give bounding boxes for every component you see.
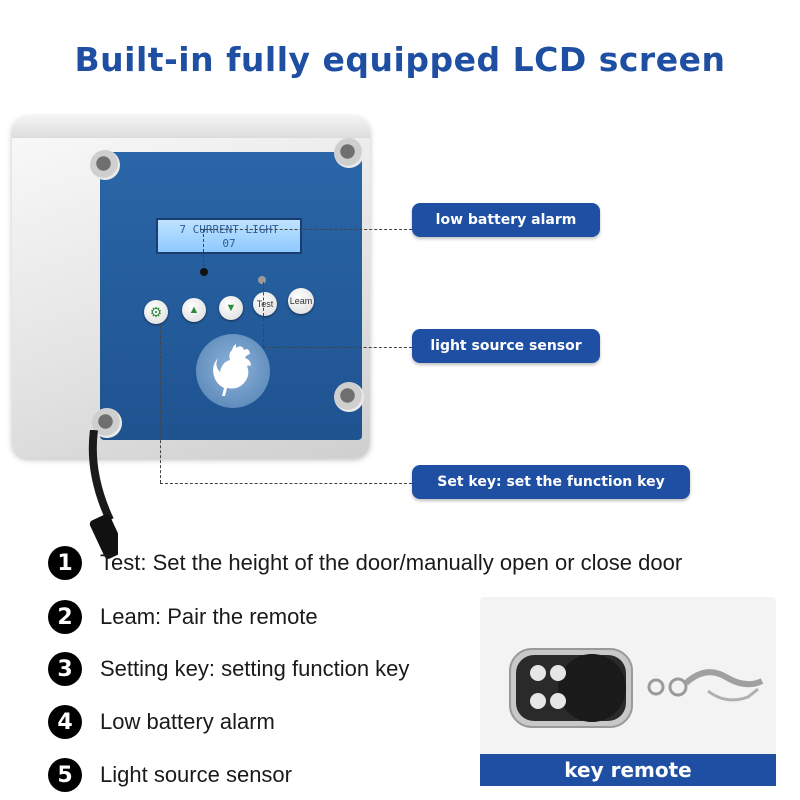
test-button-label: Test xyxy=(256,299,274,309)
rooster-icon xyxy=(213,344,251,396)
callout-line-sensor-drop xyxy=(263,282,264,347)
callout-line-battery-drop xyxy=(203,229,204,267)
lcd-line-1: 7 CURRENT LIGHT xyxy=(179,223,279,236)
list-item-text: Low battery alarm xyxy=(100,709,275,734)
page-title: Built-in fully equipped LCD screen xyxy=(74,40,726,79)
down-button[interactable]: ▼ xyxy=(219,296,243,320)
screw-bottom-right xyxy=(334,382,364,412)
key-fob-icon xyxy=(509,648,764,728)
list-item-text: Test: Set the height of the door/manuall… xyxy=(100,550,683,575)
list-item-text: Setting key: setting function key xyxy=(100,656,410,681)
list-item: 5 Light source sensor xyxy=(48,758,292,792)
set-key-button[interactable]: ⚙ xyxy=(144,300,168,324)
number-badge: 3 xyxy=(48,652,82,686)
callout-low-battery-alarm: low battery alarm xyxy=(412,203,600,237)
arrow-down-icon: ▼ xyxy=(225,302,237,314)
light-sensor xyxy=(258,276,266,284)
up-button[interactable]: ▲ xyxy=(182,298,206,322)
list-item: 4 Low battery alarm xyxy=(48,705,275,739)
screw-top-right xyxy=(334,138,364,168)
number-badge: 1 xyxy=(48,546,82,580)
test-button[interactable]: Test xyxy=(253,292,277,316)
device-lid-rim xyxy=(12,116,370,138)
remote-card xyxy=(480,597,776,783)
list-item: 2 Leam: Pair the remote xyxy=(48,600,318,634)
callout-light-source-sensor: light source sensor xyxy=(412,329,600,363)
callout-line-setkey xyxy=(160,483,412,484)
gear-icon: ⚙ xyxy=(149,303,163,320)
callout-line-setkey-drop xyxy=(160,326,161,483)
learn-button-label: Leam xyxy=(289,296,313,306)
list-item-text: Light source sensor xyxy=(100,762,292,787)
rooster-logo xyxy=(196,334,270,408)
power-cable xyxy=(88,430,118,559)
callout-line-sensor xyxy=(263,347,412,348)
list-item: 1 Test: Set the height of the door/manua… xyxy=(48,546,682,580)
number-badge: 2 xyxy=(48,600,82,634)
learn-button[interactable]: Leam xyxy=(288,288,314,314)
number-badge: 5 xyxy=(48,758,82,792)
lcd-screen: 7 CURRENT LIGHT 07 xyxy=(156,218,302,254)
number-badge: 4 xyxy=(48,705,82,739)
low-battery-led xyxy=(200,268,208,276)
screw-top-left xyxy=(90,150,120,180)
callout-line-battery xyxy=(200,229,412,230)
remote-caption: key remote xyxy=(480,754,776,786)
arrow-up-icon: ▲ xyxy=(188,304,200,316)
list-item: 3 Setting key: setting function key xyxy=(48,652,409,686)
callout-set-key: Set key: set the function key xyxy=(412,465,690,499)
lcd-line-2: 07 xyxy=(222,237,236,250)
list-item-text: Leam: Pair the remote xyxy=(100,604,318,629)
